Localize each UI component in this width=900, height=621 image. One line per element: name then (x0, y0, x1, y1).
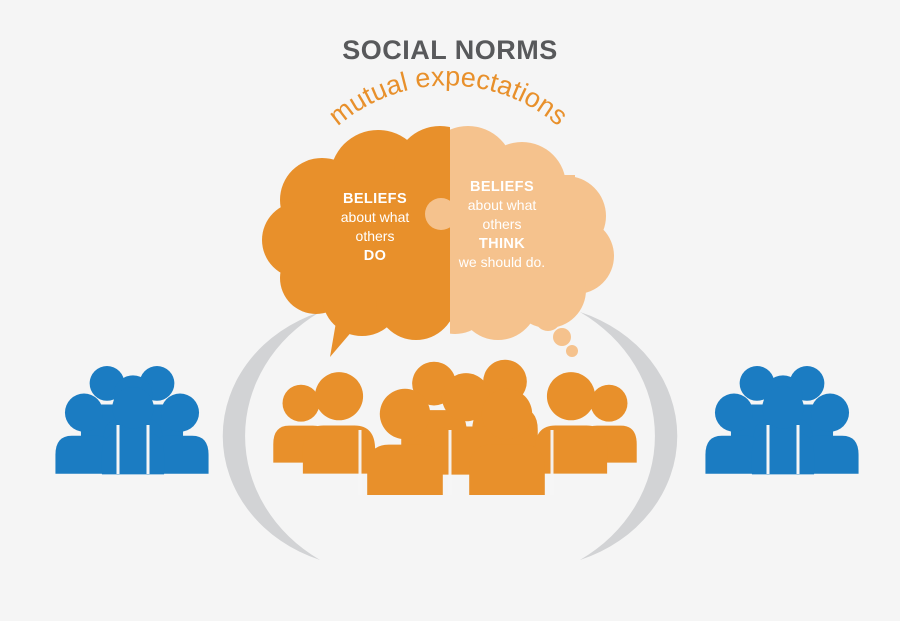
crowd-separators (358, 430, 554, 495)
left-line-3: DO (364, 248, 387, 264)
bubble-right-text: BELIEFS about what others THINK we shoul… (458, 179, 545, 270)
beliefs-thought-bubble: BELIEFS about what others DO BELIEFS abo… (262, 126, 614, 357)
blue-right-separators (766, 425, 800, 474)
left-line-0: BELIEFS (343, 191, 407, 207)
bubble-right-half (450, 126, 614, 340)
page-title: SOCIAL NORMS (342, 35, 558, 65)
right-line-2: others (483, 216, 522, 232)
left-line-2: others (356, 228, 395, 244)
bubble-left-half (262, 126, 450, 340)
right-line-0: BELIEFS (470, 179, 534, 195)
right-line-4: we should do. (458, 254, 545, 270)
blue-group-left (55, 366, 209, 475)
bubble-left-text: BELIEFS about what others DO (341, 191, 410, 264)
left-line-1: about what (341, 209, 410, 225)
puzzle-knob-icon (425, 198, 461, 230)
right-line-3: THINK (479, 236, 525, 252)
right-line-1: about what (468, 197, 537, 213)
blue-group-right (705, 366, 859, 475)
gray-circle-ring (222, 312, 678, 560)
orange-crowd (273, 359, 637, 495)
bubble-cloud-shape (262, 126, 614, 340)
blue-left-separators (116, 425, 150, 474)
